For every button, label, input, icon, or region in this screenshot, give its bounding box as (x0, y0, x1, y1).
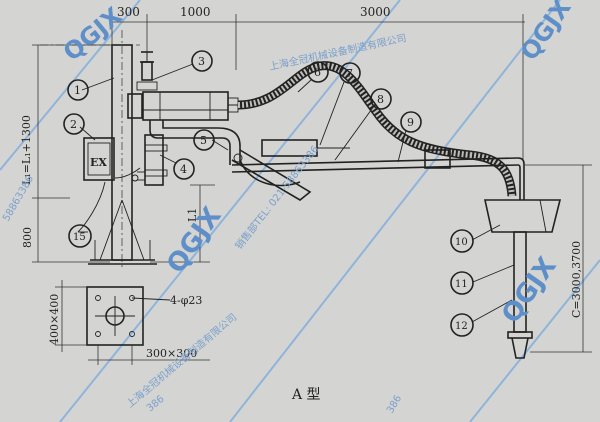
callout-2: 2 (63, 113, 96, 141)
dim-l2-l1-1300: L₁=L₁+1300 (20, 115, 33, 185)
watermark-brand-3: QGJX (515, 0, 577, 65)
callout-8: 8 (334, 88, 392, 161)
callout-6: 6 (297, 61, 329, 93)
callout-7: 7 (319, 62, 361, 146)
left-dimensions: L₁=L₁+1300 800 (20, 44, 110, 263)
callout-3: 3 (151, 50, 213, 81)
dim-800: 800 (21, 227, 34, 248)
hose-upper (237, 61, 517, 197)
callout-1: 1 (67, 77, 115, 101)
swivel-tank (127, 91, 245, 121)
callouts: 1 2 3 4 5 6 7 (63, 50, 515, 337)
pipe-elbow (137, 120, 241, 186)
svg-text:6: 6 (314, 66, 321, 79)
base-plate-view: 400×400 300×300 4-φ23 (48, 280, 210, 365)
l1-dimension: L1 (150, 184, 215, 263)
loading-head (484, 196, 562, 359)
svg-text:12: 12 (455, 321, 468, 332)
dim-300x300: 300×300 (146, 347, 197, 360)
dim-l1: L1 (186, 208, 199, 222)
column-post (88, 44, 157, 265)
dim-c: C=3000,3700 (570, 241, 583, 318)
svg-text:1: 1 (74, 84, 81, 97)
callout-15: 15 (68, 224, 92, 248)
watermark-sales-1: 销售部TEL: 021-58863386 (232, 143, 321, 252)
dim-holes: 4-φ23 (170, 294, 202, 307)
top-dimension: 300 1000 3000 (111, 5, 525, 160)
dim-1000: 1000 (180, 5, 211, 19)
callout-9: 9 (397, 111, 422, 163)
watermark-brand-2: QGJX (161, 202, 228, 279)
watermark-tail-2: 386 (385, 393, 404, 415)
svg-text:15: 15 (73, 232, 86, 243)
ex-junction-box: EX (77, 137, 141, 233)
dim-400x400: 400×400 (48, 294, 61, 345)
svg-text:11: 11 (455, 279, 468, 290)
svg-text:7: 7 (346, 67, 353, 80)
svg-text:10: 10 (455, 237, 468, 248)
svg-text:5: 5 (200, 134, 207, 147)
right-dimension: C=3000,3700 (525, 164, 592, 353)
watermark-phone-left: 58863386 (1, 174, 36, 224)
dim-3000: 3000 (360, 5, 391, 19)
svg-text:4: 4 (180, 163, 187, 176)
callout-11: 11 (450, 264, 515, 295)
svg-text:2: 2 (70, 118, 77, 131)
balance-cylinder (231, 139, 350, 201)
svg-text:9: 9 (407, 116, 414, 129)
top-valve (136, 51, 158, 91)
ex-label: EX (90, 156, 107, 169)
outer-arm (231, 149, 525, 200)
svg-text:3: 3 (198, 55, 205, 68)
callout-5: 5 (193, 129, 229, 151)
callout-12: 12 (450, 299, 513, 337)
callout-4: 4 (159, 154, 195, 180)
svg-text:8: 8 (377, 93, 384, 106)
dim-300: 300 (117, 5, 140, 19)
caption: A 型 (291, 387, 321, 403)
callout-10: 10 (450, 224, 501, 253)
